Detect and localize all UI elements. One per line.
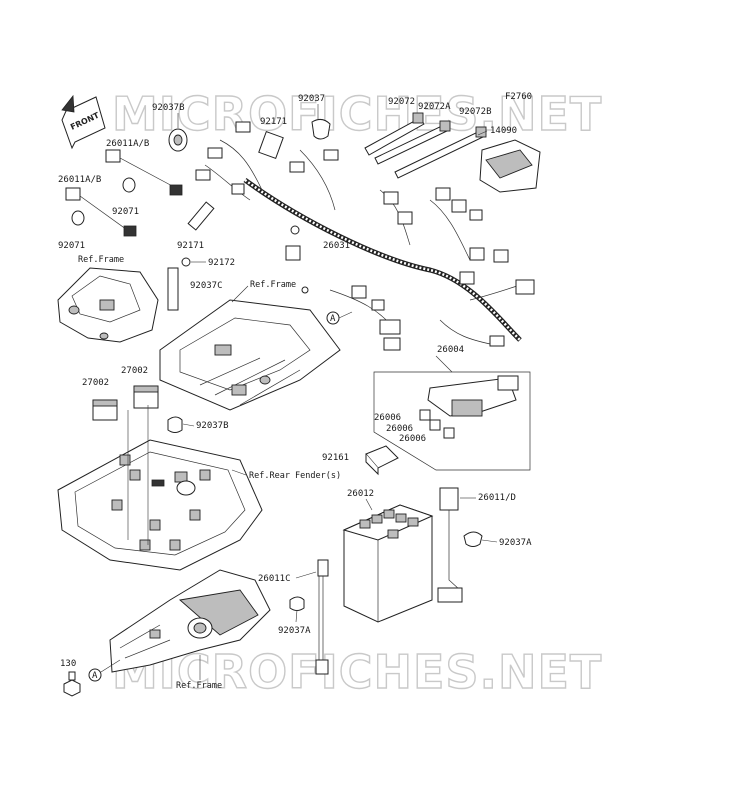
label-92072b: 92072B — [459, 107, 492, 117]
clamp-92037b-mid — [167, 416, 183, 433]
label-27002-1: 27002 — [82, 378, 109, 388]
callout-a-lower: A — [88, 659, 121, 682]
watermark-top: MICROFICHES.NET — [112, 87, 602, 141]
ref-rear-fender: Ref.Rear Fender(s) — [249, 471, 341, 481]
callout-a-upper: A — [326, 311, 353, 325]
watermark-bottom: MICROFICHES.NET — [112, 645, 602, 699]
strap-92037c — [167, 267, 179, 311]
frame-bottom — [109, 569, 271, 673]
cable-26011d — [437, 487, 463, 603]
ref-frame-mid: Ref.Frame — [250, 280, 296, 290]
label-92037b-top: 92037B — [152, 103, 185, 113]
grommet-92037b — [168, 128, 188, 152]
label-92037: 92037 — [298, 94, 325, 104]
cable-ties — [364, 112, 487, 179]
label-92161: 92161 — [322, 453, 349, 463]
frame-bracket-left — [57, 267, 159, 343]
cable-26011c — [315, 559, 329, 675]
ref-frame-bottom: Ref.Frame — [176, 681, 222, 691]
strip-92171-mid — [187, 201, 215, 231]
assembly-box-26004 — [373, 355, 531, 471]
relay-27002-right — [133, 385, 159, 409]
holder-92161 — [365, 445, 399, 476]
svg-text:A: A — [92, 671, 98, 681]
label-92072a: 92072A — [418, 102, 451, 112]
label-26012: 26012 — [347, 489, 374, 499]
washer-92172 — [181, 257, 191, 267]
ref-frame-left: Ref.Frame — [78, 255, 124, 265]
label-92171-top: 92171 — [260, 117, 287, 127]
label-92172: 92172 — [208, 258, 235, 268]
label-92071-1: 92071 — [112, 207, 139, 217]
label-26031: 26031 — [323, 241, 350, 251]
label-26006-1: 26006 — [374, 413, 401, 423]
label-26011ab-1: 26011A/B — [106, 139, 149, 149]
front-arrow-icon: FRONT — [61, 94, 106, 150]
clamp-92037 — [311, 118, 331, 140]
label-26011ab-2: 26011A/B — [58, 175, 101, 185]
label-26011c: 26011C — [258, 574, 291, 584]
sensor-lead-2 — [65, 187, 137, 237]
label-26004: 26004 — [437, 345, 464, 355]
figure-code: F2760 — [505, 92, 532, 102]
label-27002-2: 27002 — [121, 366, 148, 376]
cover-14090 — [479, 139, 541, 193]
label-26006-3: 26006 — [399, 434, 426, 444]
label-92037a-left: 92037A — [278, 626, 311, 636]
frame-middle — [159, 299, 341, 411]
svg-text:A: A — [330, 314, 336, 324]
strip-92171-top — [258, 130, 284, 160]
label-92037b-mid: 92037B — [196, 421, 229, 431]
label-26006-2: 26006 — [386, 424, 413, 434]
label-92071-2: 92071 — [58, 241, 85, 251]
label-14090: 14090 — [490, 126, 517, 136]
label-130: 130 — [60, 659, 76, 669]
label-26011d: 26011/D — [478, 493, 516, 503]
relay-27002-left — [92, 399, 118, 421]
bolt-130 — [63, 671, 81, 697]
label-92037c: 92037C — [190, 281, 223, 291]
rear-fender-tray — [57, 405, 263, 571]
sensor-lead-1 — [105, 149, 183, 196]
label-92072: 92072 — [388, 97, 415, 107]
label-92037a-right: 92037A — [499, 538, 532, 548]
clamp-92037a-right — [463, 531, 483, 547]
battery-26012 — [342, 504, 434, 623]
clamp-92037a-left — [289, 596, 305, 611]
label-92171-mid: 92171 — [177, 241, 204, 251]
wiring-harness-26031 — [195, 121, 535, 351]
